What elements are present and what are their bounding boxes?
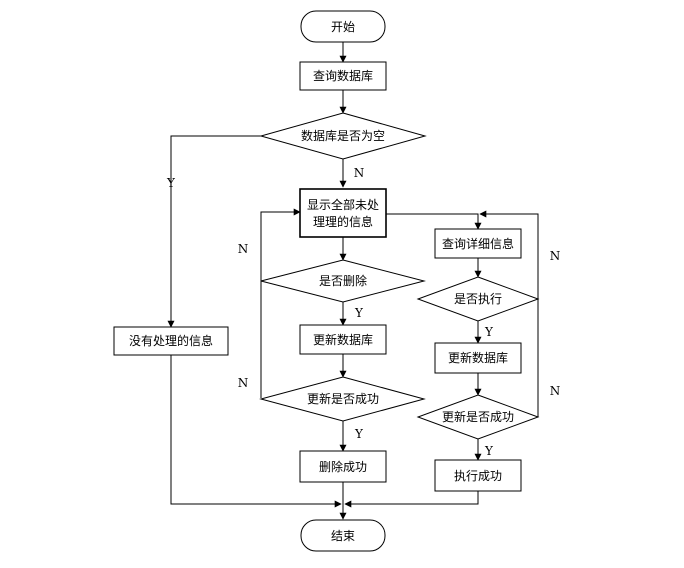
node-is-execute: 是否执行 [416, 276, 540, 322]
label-empty-no: N [354, 166, 365, 180]
start-terminal [300, 10, 386, 43]
start-label: 开始 [331, 20, 355, 34]
update-ok-right-diamond [416, 394, 540, 440]
update-db-right-label: 更新数据库 [448, 350, 508, 365]
no-info-label: 没有处理的信息 [129, 333, 213, 348]
node-update-ok-right: 更新是否成功 [416, 394, 540, 440]
node-delete-ok: 删除成功 [299, 450, 387, 483]
node-is-delete: 是否删除 [260, 259, 426, 303]
arrow-exec-success-to-end [344, 491, 479, 508]
node-end: 结束 [300, 519, 386, 552]
label-delete-no: N [238, 242, 249, 256]
update-db-right-box [434, 342, 522, 374]
query-db-label: 查询数据库 [313, 68, 373, 83]
label-delete-yes: Y [354, 306, 364, 320]
label-update-left-no: N [238, 376, 249, 390]
is-execute-label: 是否执行 [454, 292, 502, 306]
label-update-right-yes: Y [484, 444, 494, 458]
query-detail-box [434, 228, 522, 259]
node-start: 开始 [300, 10, 386, 43]
node-update-ok-left: 更新是否成功 [259, 376, 426, 422]
db-empty-label: 数据库是否为空 [301, 128, 385, 143]
execute-ok-label: 执行成功 [454, 469, 502, 483]
label-execute-yes: Y [484, 325, 494, 339]
end-terminal [300, 519, 386, 552]
node-update-db-left: 更新数据库 [299, 324, 387, 355]
node-show-all: 显示全部未处 理理的信息 [299, 188, 387, 238]
node-update-db-right: 更新数据库 [434, 342, 522, 374]
node-query-db: 查询数据库 [299, 61, 387, 91]
query-db-box [299, 61, 387, 91]
update-db-left-label: 更新数据库 [313, 332, 373, 347]
delete-ok-box [299, 450, 387, 483]
no-info-box [113, 326, 229, 356]
arrow-show-to-detail [386, 213, 482, 230]
label-empty-yes: Y [166, 176, 176, 190]
db-empty-diamond [259, 112, 427, 160]
label-update-left-yes: Y [354, 427, 364, 441]
branch-labels: N Y N Y N Y N Y N Y [166, 166, 560, 458]
show-all-label-line1: 显示全部未处 [307, 197, 379, 212]
update-db-left-box [299, 324, 387, 355]
label-execute-no: N [550, 249, 561, 263]
show-all-label-line2: 理理的信息 [313, 214, 373, 229]
node-execute-ok: 执行成功 [434, 459, 522, 492]
end-label: 结束 [331, 529, 355, 543]
node-no-info: 没有处理的信息 [113, 326, 229, 356]
query-detail-label: 查询详细信息 [442, 236, 514, 251]
node-query-detail: 查询详细信息 [434, 228, 522, 259]
execute-ok-box [434, 459, 522, 492]
update-ok-left-diamond [259, 376, 426, 422]
label-update-right-no: N [550, 384, 561, 398]
arrow-empty-yes-to-noinfo [167, 135, 261, 328]
is-execute-diamond [416, 276, 540, 322]
update-ok-left-label: 更新是否成功 [307, 391, 379, 406]
arrow-delete-no-loop [260, 208, 301, 281]
node-db-empty: 数据库是否为空 [259, 112, 427, 160]
arrow-noinfo-to-end [170, 355, 342, 508]
is-delete-diamond [260, 259, 426, 303]
show-all-box [299, 188, 387, 238]
arrow-execute-no-loop [479, 210, 539, 299]
connectors [167, 42, 539, 520]
update-ok-right-label: 更新是否成功 [442, 409, 514, 424]
is-delete-label: 是否删除 [319, 273, 367, 288]
delete-ok-label: 删除成功 [319, 459, 367, 474]
